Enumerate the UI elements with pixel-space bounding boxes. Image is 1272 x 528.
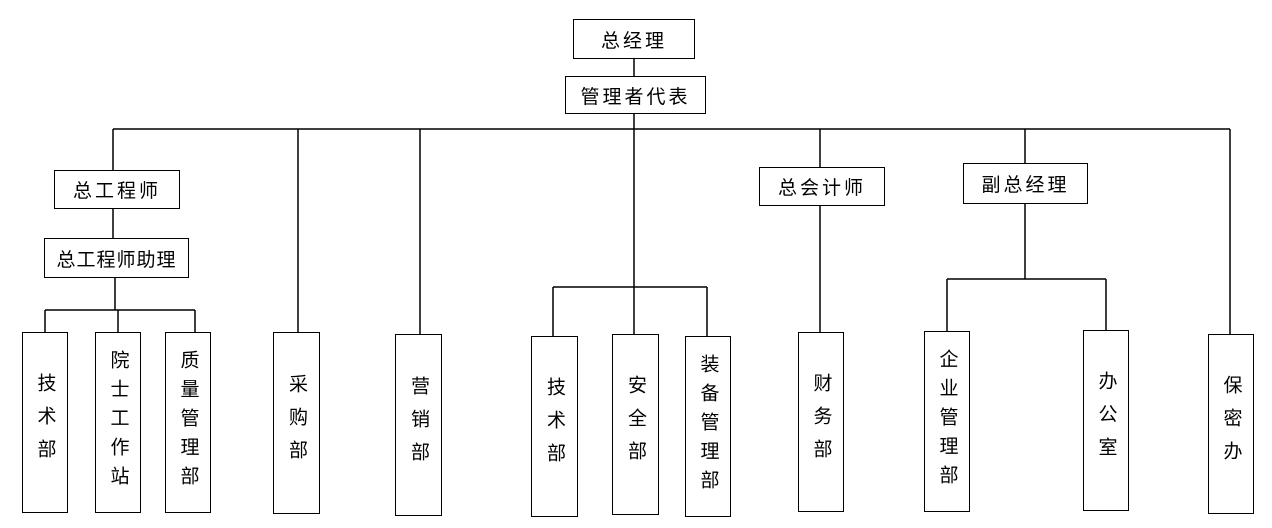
deputy-general-manager-box: 副总经理 <box>963 163 1088 204</box>
dept-confidentiality-office: 保密办 <box>1208 334 1254 514</box>
chief-accountant-box: 总会计师 <box>759 167 885 206</box>
dept-office: 办公室 <box>1083 330 1129 511</box>
dept-enterprise-management: 企业管理部 <box>924 331 970 512</box>
dept-academician-workstation: 院士工作站 <box>95 332 141 513</box>
dept-technology-2: 技术部 <box>531 336 578 517</box>
chief-engineer-assistant-box: 总工程师助理 <box>44 238 189 278</box>
management-representative-box: 管理者代表 <box>565 76 706 114</box>
dept-marketing: 营销部 <box>395 334 442 516</box>
dept-finance: 财务部 <box>798 332 844 512</box>
general-manager-box: 总经理 <box>573 19 695 59</box>
dept-equipment-management: 装备管理部 <box>685 336 731 517</box>
chief-engineer-box: 总工程师 <box>54 170 180 209</box>
dept-technology-1: 技术部 <box>22 332 68 513</box>
dept-safety: 安全部 <box>612 334 659 515</box>
dept-purchasing: 采购部 <box>273 332 320 514</box>
dept-quality-management: 质量管理部 <box>165 332 211 513</box>
